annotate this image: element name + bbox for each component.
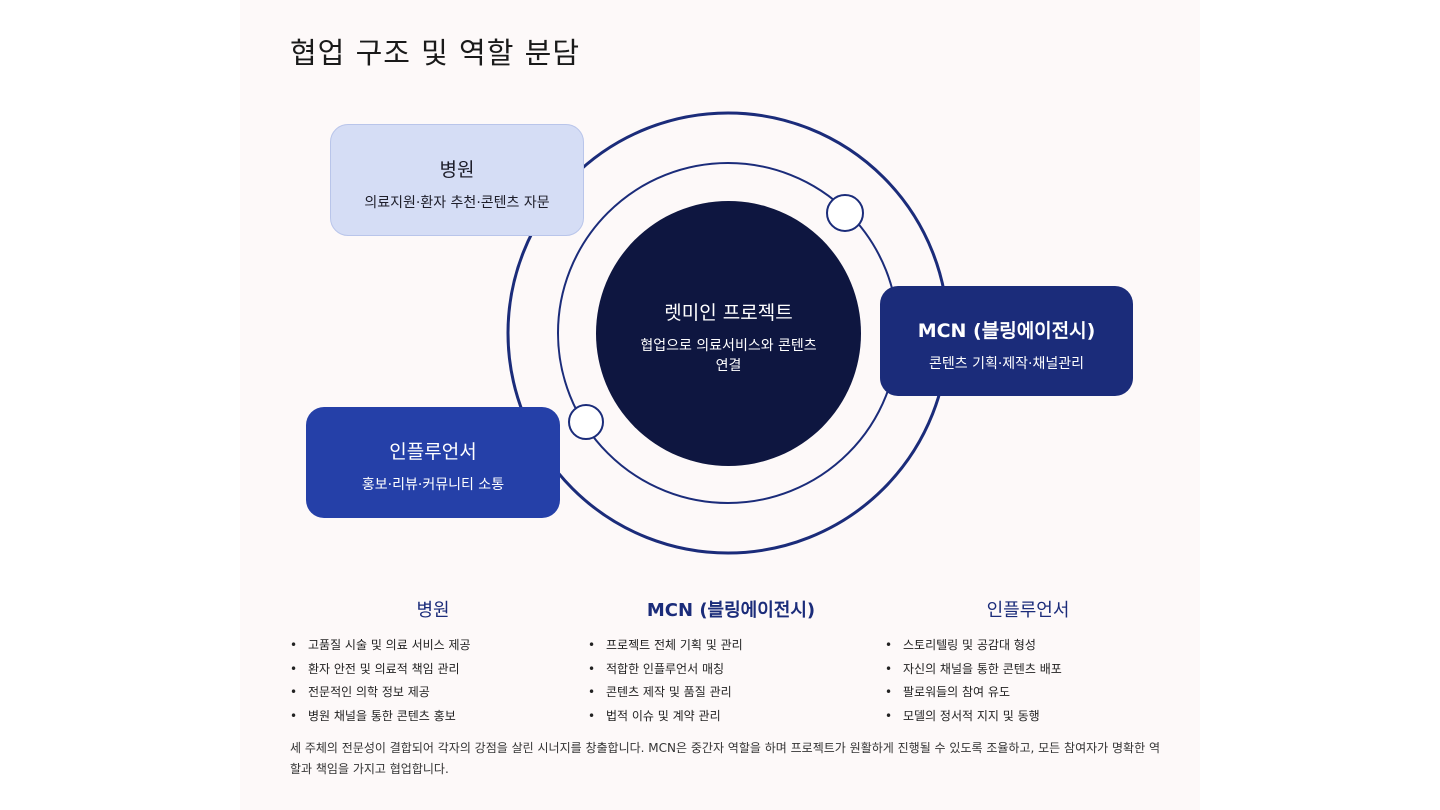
column-heading: 인플루언서: [986, 600, 1070, 621]
center-subtitle: 협업으로 의료서비스와 콘텐츠 연결: [640, 338, 817, 374]
orbit-node-top: [826, 194, 864, 232]
influencer-box-title: 인플루언서: [389, 441, 477, 463]
list-item: 적합한 인플루언서 매칭: [586, 658, 876, 682]
orbit-node-left: [568, 404, 604, 440]
influencer-box-subtitle: 홍보·리뷰·커뮤니티 소통: [361, 477, 505, 493]
list-item: 고품질 시술 및 의료 서비스 제공: [288, 634, 578, 658]
influencer-box: 인플루언서 홍보·리뷰·커뮤니티 소통: [306, 407, 560, 518]
role-list: 프로젝트 전체 기획 및 관리 적합한 인플루언서 매칭 콘텐츠 제작 및 품질…: [586, 634, 876, 728]
list-item: 스토리텔링 및 공감대 형성: [883, 634, 1173, 658]
page-title: 협업 구조 및 역할 분담: [290, 36, 580, 70]
hospital-box: 병원 의료지원·환자 추천·콘텐츠 자문: [330, 124, 584, 236]
mcn-roles-column: MCN (블링에이전시) 프로젝트 전체 기획 및 관리 적합한 인플루언서 매…: [586, 596, 876, 728]
footer-description: 세 주체의 전문성이 결합되어 각자의 강점을 살린 시너지를 창출합니다. M…: [290, 741, 1160, 776]
center-circle: 렛미인 프로젝트 협업으로 의료서비스와 콘텐츠 연결: [596, 201, 861, 466]
mcn-box-title: MCN (블링에이전시): [917, 320, 1096, 342]
hospital-roles-column: 병원 고품질 시술 및 의료 서비스 제공 환자 안전 및 의료적 책임 관리 …: [288, 596, 578, 728]
list-item: 모델의 정서적 지지 및 동행: [883, 705, 1173, 729]
list-item: 환자 안전 및 의료적 책임 관리: [288, 658, 578, 682]
center-title: 렛미인 프로젝트: [664, 302, 793, 324]
influencer-roles-column: 인플루언서 스토리텔링 및 공감대 형성 자신의 채널을 통한 콘텐츠 배포 팔…: [883, 596, 1173, 728]
role-list: 고품질 시술 및 의료 서비스 제공 환자 안전 및 의료적 책임 관리 전문적…: [288, 634, 578, 728]
list-item: 자신의 채널을 통한 콘텐츠 배포: [883, 658, 1173, 682]
list-item: 법적 이슈 및 계약 관리: [586, 705, 876, 729]
list-item: 팔로워들의 참여 유도: [883, 681, 1173, 705]
role-list: 스토리텔링 및 공감대 형성 자신의 채널을 통한 콘텐츠 배포 팔로워들의 참…: [883, 634, 1173, 728]
list-item: 병원 채널을 통한 콘텐츠 홍보: [288, 705, 578, 729]
list-item: 전문적인 의학 정보 제공: [288, 681, 578, 705]
column-heading: MCN (블링에이전시): [646, 600, 816, 621]
hospital-box-subtitle: 의료지원·환자 추천·콘텐츠 자문: [364, 195, 550, 211]
list-item: 콘텐츠 제작 및 품질 관리: [586, 681, 876, 705]
column-heading: 병원: [416, 600, 450, 621]
mcn-box: MCN (블링에이전시) 콘텐츠 기획·제작·채널관리: [880, 286, 1133, 396]
list-item: 프로젝트 전체 기획 및 관리: [586, 634, 876, 658]
hospital-box-title: 병원: [439, 159, 475, 181]
mcn-box-subtitle: 콘텐츠 기획·제작·채널관리: [928, 356, 1085, 372]
